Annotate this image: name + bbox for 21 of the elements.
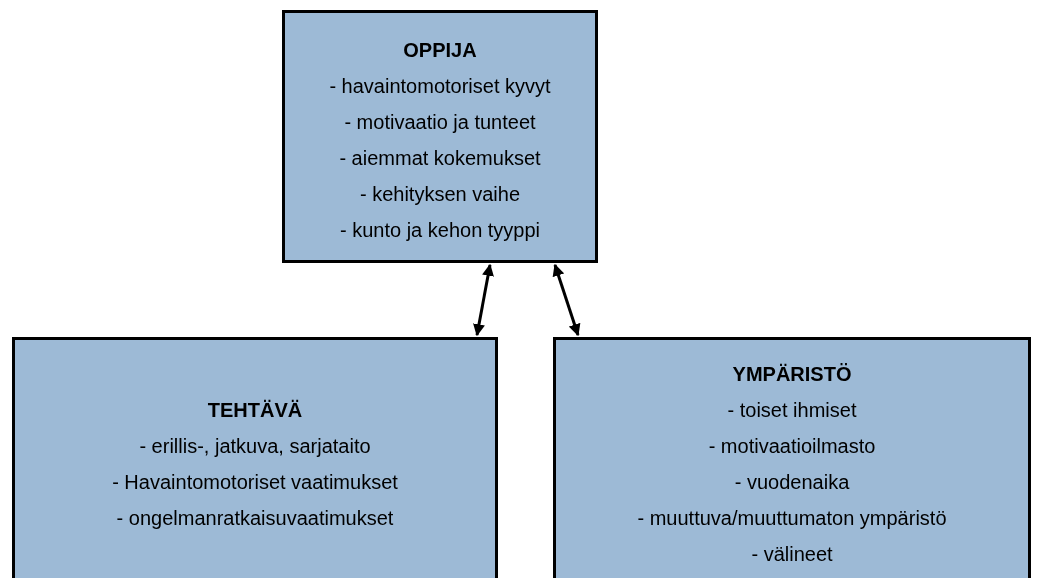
info-box	[553, 337, 1031, 578]
list-item: - Havaintomotoriset vaatimukset	[111, 470, 399, 495]
double-arrow	[473, 263, 494, 337]
list-item: - vuodenaika	[733, 470, 851, 495]
box-heading: TEHTÄVÄ	[206, 398, 304, 423]
list-item: - toiset ihmiset	[726, 398, 858, 423]
box-heading: YMPÄRISTÖ	[731, 362, 853, 387]
list-item: - motivaatio ja tunteet	[343, 110, 537, 135]
info-box	[12, 337, 498, 578]
list-item: - motivaatioilmasto	[707, 434, 877, 459]
double-arrow	[552, 263, 581, 337]
list-item: - ongelmanratkaisuvaatimukset	[115, 506, 395, 531]
list-item: - kunto ja kehon tyyppi	[338, 218, 542, 243]
list-item: - muuttuva/muuttumaton ympäristö	[636, 506, 948, 531]
list-item: - havaintomotoriset kyvyt	[328, 74, 552, 99]
box-heading: OPPIJA	[402, 38, 478, 63]
list-item: - välineet	[750, 542, 834, 567]
list-item: - erillis-, jatkuva, sarjataito	[138, 434, 372, 459]
list-item: - aiemmat kokemukset	[338, 146, 542, 171]
info-box	[282, 10, 598, 263]
list-item: - kehityksen vaihe	[358, 182, 522, 207]
